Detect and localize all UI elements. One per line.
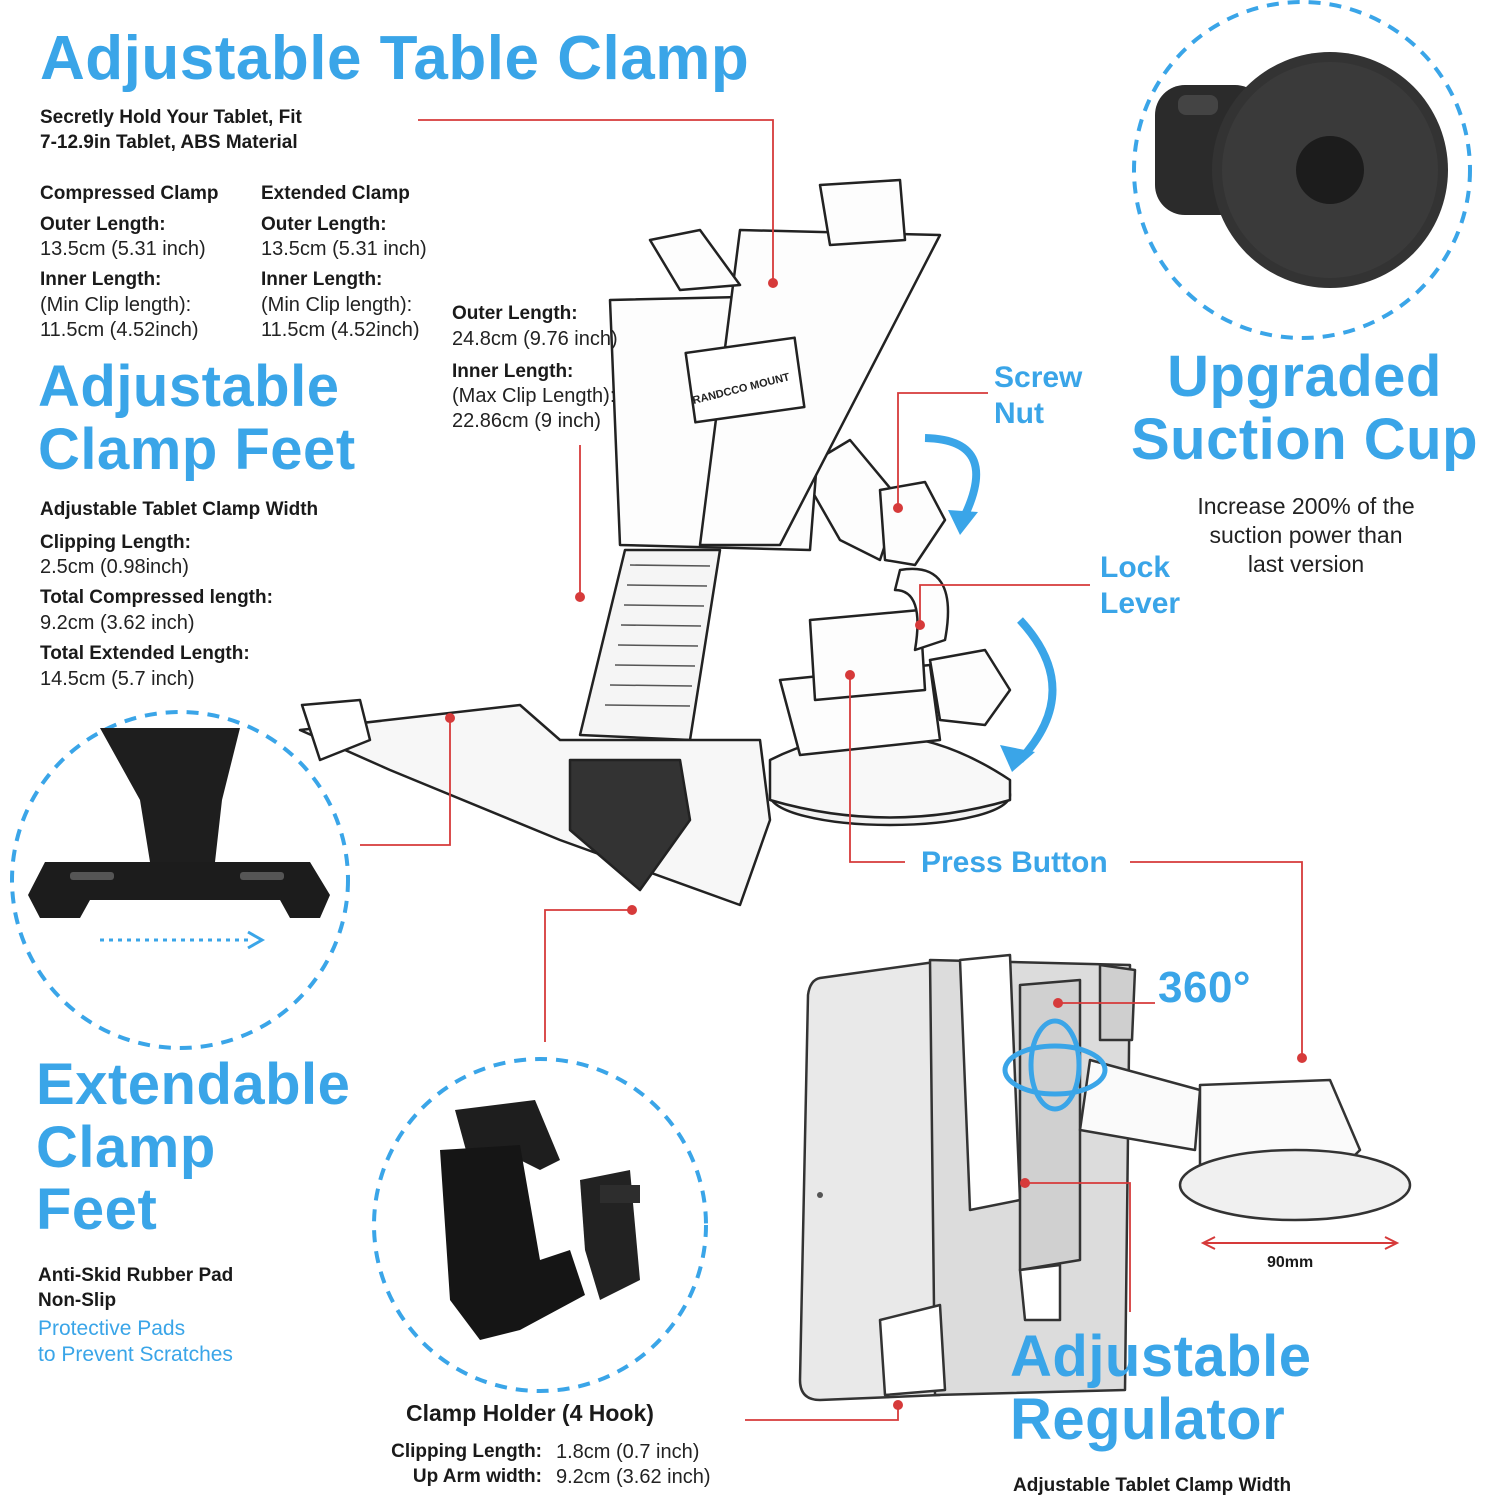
extended-inner-line1: (Min Clip length):: [261, 294, 413, 317]
clamp-feet-photo: [28, 728, 330, 950]
total-extended-label: Total Extended Length:: [40, 643, 250, 665]
suction-desc-line1: Increase 200% of the: [1197, 493, 1415, 519]
extendable-sub-line1: Anti-Skid Rubber Pad: [38, 1265, 234, 1286]
regulator-title-line2: Regulator: [1010, 1386, 1286, 1452]
extended-outer-value: 13.5cm (5.31 inch): [261, 238, 427, 261]
extended-inner-label: Inner Length:: [261, 269, 383, 291]
clamp-feet-title: Adjustable Clamp Feet: [38, 354, 356, 482]
total-compressed-value: 9.2cm (3.62 inch): [40, 612, 195, 635]
extended-heading: Extended Clamp: [261, 183, 410, 204]
table-clamp-subtitle-line2: 7-12.9in Tablet, ABS Material: [40, 131, 298, 153]
regulator-title: Adjustable Regulator: [1010, 1324, 1312, 1452]
table-clamp-title: Adjustable Table Clamp: [40, 24, 750, 93]
extendable-sub-line2: Non-Slip: [38, 1289, 117, 1311]
main-clamp-drawing: [298, 178, 1012, 907]
extendable-blue-line1: Protective Pads: [38, 1317, 186, 1340]
lock-lever-line1: Lock: [1100, 551, 1171, 584]
holder-arm-value: 9.2cm (3.62 inch): [556, 1466, 711, 1488]
compressed-inner-line1: (Min Clip length):: [40, 294, 192, 317]
extendable-feet-blue: Protective Pads to Prevent Scratches: [38, 1316, 233, 1369]
clamp-feet-circle: [10, 710, 350, 1050]
clamp-holder-specs: Clipping Length: 1.8cm (0.7 inch) Up Arm…: [360, 1440, 740, 1490]
lock-lever-label: Lock Lever: [1100, 550, 1180, 622]
regulator-subtitle: Adjustable Tablet Clamp Width: [1013, 1475, 1292, 1496]
suction-desc-line3: last version: [1247, 550, 1365, 577]
holder-clip-value: 1.8cm (0.7 inch): [556, 1441, 700, 1463]
clamp-feet-subtitle: Adjustable Tablet Clamp Width: [40, 499, 319, 520]
leader-dots: [445, 278, 1307, 1410]
compressed-inner-line2: 11.5cm (4.52inch): [40, 319, 199, 342]
extendable-title-line1: Extendable: [36, 1052, 351, 1117]
clamp-feet-clip-value: 2.5cm (0.98inch): [40, 556, 189, 579]
total-compressed-label: Total Compressed length:: [40, 587, 273, 609]
extendable-feet-sub: Anti-Skid Rubber Pad Non-Slip: [38, 1264, 233, 1313]
tablet-mount-drawing: [798, 953, 1412, 1402]
clamp-feet-clip-label: Clipping Length:: [40, 531, 191, 553]
suction-desc: Increase 200% of the suction power than …: [1150, 492, 1462, 578]
center-inner-line1: (Max Clip Length):: [452, 385, 616, 408]
center-outer-value: 24.8cm (9.76 inch): [452, 327, 618, 350]
compressed-inner-label: Inner Length:: [40, 269, 162, 291]
regulator-title-line1: Adjustable: [1010, 1324, 1312, 1389]
screw-nut-line2: Nut: [994, 397, 1044, 430]
extended-inner-line2: 11.5cm (4.52inch): [261, 319, 420, 342]
extended-outer-label: Outer Length:: [261, 213, 387, 235]
clamp-holder-photo: [440, 1100, 640, 1340]
clamp-feet-specs: Adjustable Tablet Clamp Width Clipping L…: [40, 498, 370, 692]
suction-title: Upgraded Suction Cup: [1112, 344, 1497, 472]
holder-clip-label: Clipping Length:: [391, 1441, 542, 1462]
lock-lever-line2: Lever: [1100, 587, 1181, 620]
suction-title-line1: Upgraded: [1167, 344, 1442, 409]
clamp-feet-title-line1: Adjustable: [38, 354, 340, 419]
suction-desc-line2: suction power than: [1209, 521, 1403, 548]
compressed-heading: Compressed Clamp: [40, 183, 219, 204]
extendable-feet-title: Extendable Clamp Feet: [36, 1052, 351, 1243]
clamp-holder-title: Clamp Holder (4 Hook): [406, 1400, 654, 1426]
compressed-specs: Compressed Clamp Outer Length: 13.5cm (5…: [40, 182, 255, 343]
center-inner-label: Inner Length:: [452, 360, 574, 382]
rotation-label: 360°: [1158, 963, 1252, 1012]
press-button-label: Press Button: [921, 846, 1108, 879]
screw-nut-line1: Screw: [994, 361, 1083, 394]
center-specs: Outer Length: 24.8cm (9.76 inch) Inner L…: [452, 302, 652, 434]
compressed-outer-label: Outer Length:: [40, 213, 166, 235]
suction-cup-photo: [1155, 52, 1448, 288]
suction-width-label: 90mm: [1267, 1254, 1314, 1271]
holder-arm-label: Up Arm width:: [412, 1466, 542, 1487]
screw-nut-label: Screw Nut: [994, 360, 1082, 432]
extended-specs: Extended Clamp Outer Length: 13.5cm (5.3…: [261, 182, 451, 343]
clamp-feet-title-line2: Clamp Feet: [38, 416, 356, 482]
total-extended-value: 14.5cm (5.7 inch): [40, 667, 195, 690]
center-inner-line2: 22.86cm (9 inch): [452, 410, 601, 433]
center-outer-label: Outer Length:: [452, 303, 578, 324]
clamp-holder-circle: [372, 1057, 708, 1393]
suction-cup-circle: [1132, 0, 1472, 340]
extendable-blue-line2: to Prevent Scratches: [38, 1343, 233, 1367]
extendable-title-line2: Clamp: [36, 1114, 216, 1180]
extendable-title-line3: Feet: [36, 1177, 158, 1243]
suction-title-line2: Suction Cup: [1130, 406, 1478, 472]
table-clamp-subtitle: Secretly Hold Your Tablet, Fit 7-12.9in …: [40, 106, 302, 155]
compressed-outer-value: 13.5cm (5.31 inch): [40, 238, 206, 261]
table-clamp-subtitle-line1: Secretly Hold Your Tablet, Fit: [40, 107, 302, 128]
